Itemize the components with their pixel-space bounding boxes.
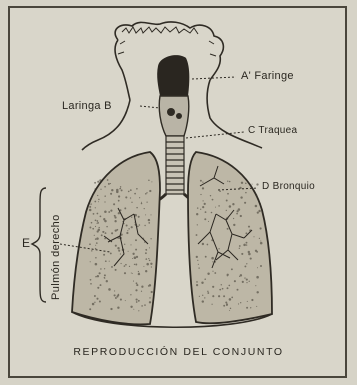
label-e: E [22,236,30,250]
trachea [166,136,184,194]
hair-texture [118,27,216,56]
larynx [159,96,189,136]
label-faringe: A' Faringe [241,70,294,82]
label-traquea: C Traquea [248,125,297,136]
label-pulmon-derecho: Pulmón derecho [50,214,62,300]
pharynx-cavity [157,55,189,96]
brace-e [32,188,46,302]
figure-caption: REPRODUCCIÓN DEL CONJUNTO [0,346,357,358]
left-lung [188,152,272,323]
label-bronquio: D Bronquio [262,181,315,192]
label-laringe: Laringa B [62,100,112,112]
